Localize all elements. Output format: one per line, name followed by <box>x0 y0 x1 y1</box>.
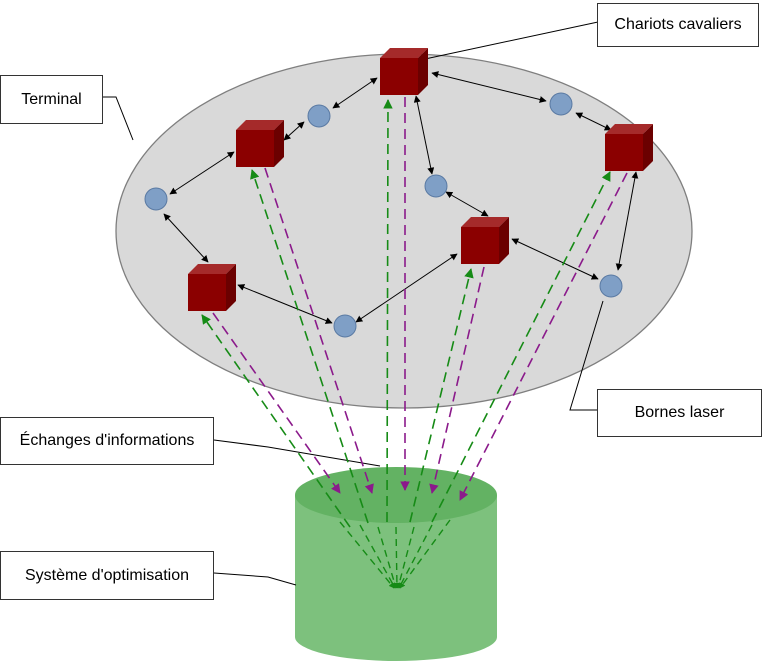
chariot-cube-icon <box>605 124 653 171</box>
database-icon <box>295 467 497 661</box>
chariot-cube-icon <box>236 120 284 167</box>
purple-data-arrows <box>212 97 628 501</box>
label-terminal: Terminal <box>0 75 103 124</box>
beacon-node-icon <box>333 314 357 338</box>
label-echanges: Échanges d'informations <box>0 417 214 465</box>
chariot-cube-icon <box>461 217 509 264</box>
beacon-node-icon <box>144 187 168 211</box>
leader-lines <box>103 21 604 586</box>
chariot-cube-icon <box>188 264 236 311</box>
beacon-node-icon <box>424 174 448 198</box>
label-systeme: Système d'optimisation <box>0 551 214 600</box>
chariot-cube-icon <box>380 48 428 95</box>
beacon-node-icon <box>307 104 331 128</box>
chariots <box>188 48 653 311</box>
network-links <box>163 71 639 324</box>
terminal-area <box>115 53 693 409</box>
label-chariots: Chariots cavaliers <box>597 3 759 47</box>
label-bornes-laser: Bornes laser <box>597 389 762 437</box>
laser-beacons <box>144 92 623 338</box>
green-data-arrows <box>201 99 611 528</box>
beacon-node-icon <box>599 274 623 298</box>
optimisation-convergence <box>339 519 451 589</box>
beacon-node-icon <box>549 92 573 116</box>
